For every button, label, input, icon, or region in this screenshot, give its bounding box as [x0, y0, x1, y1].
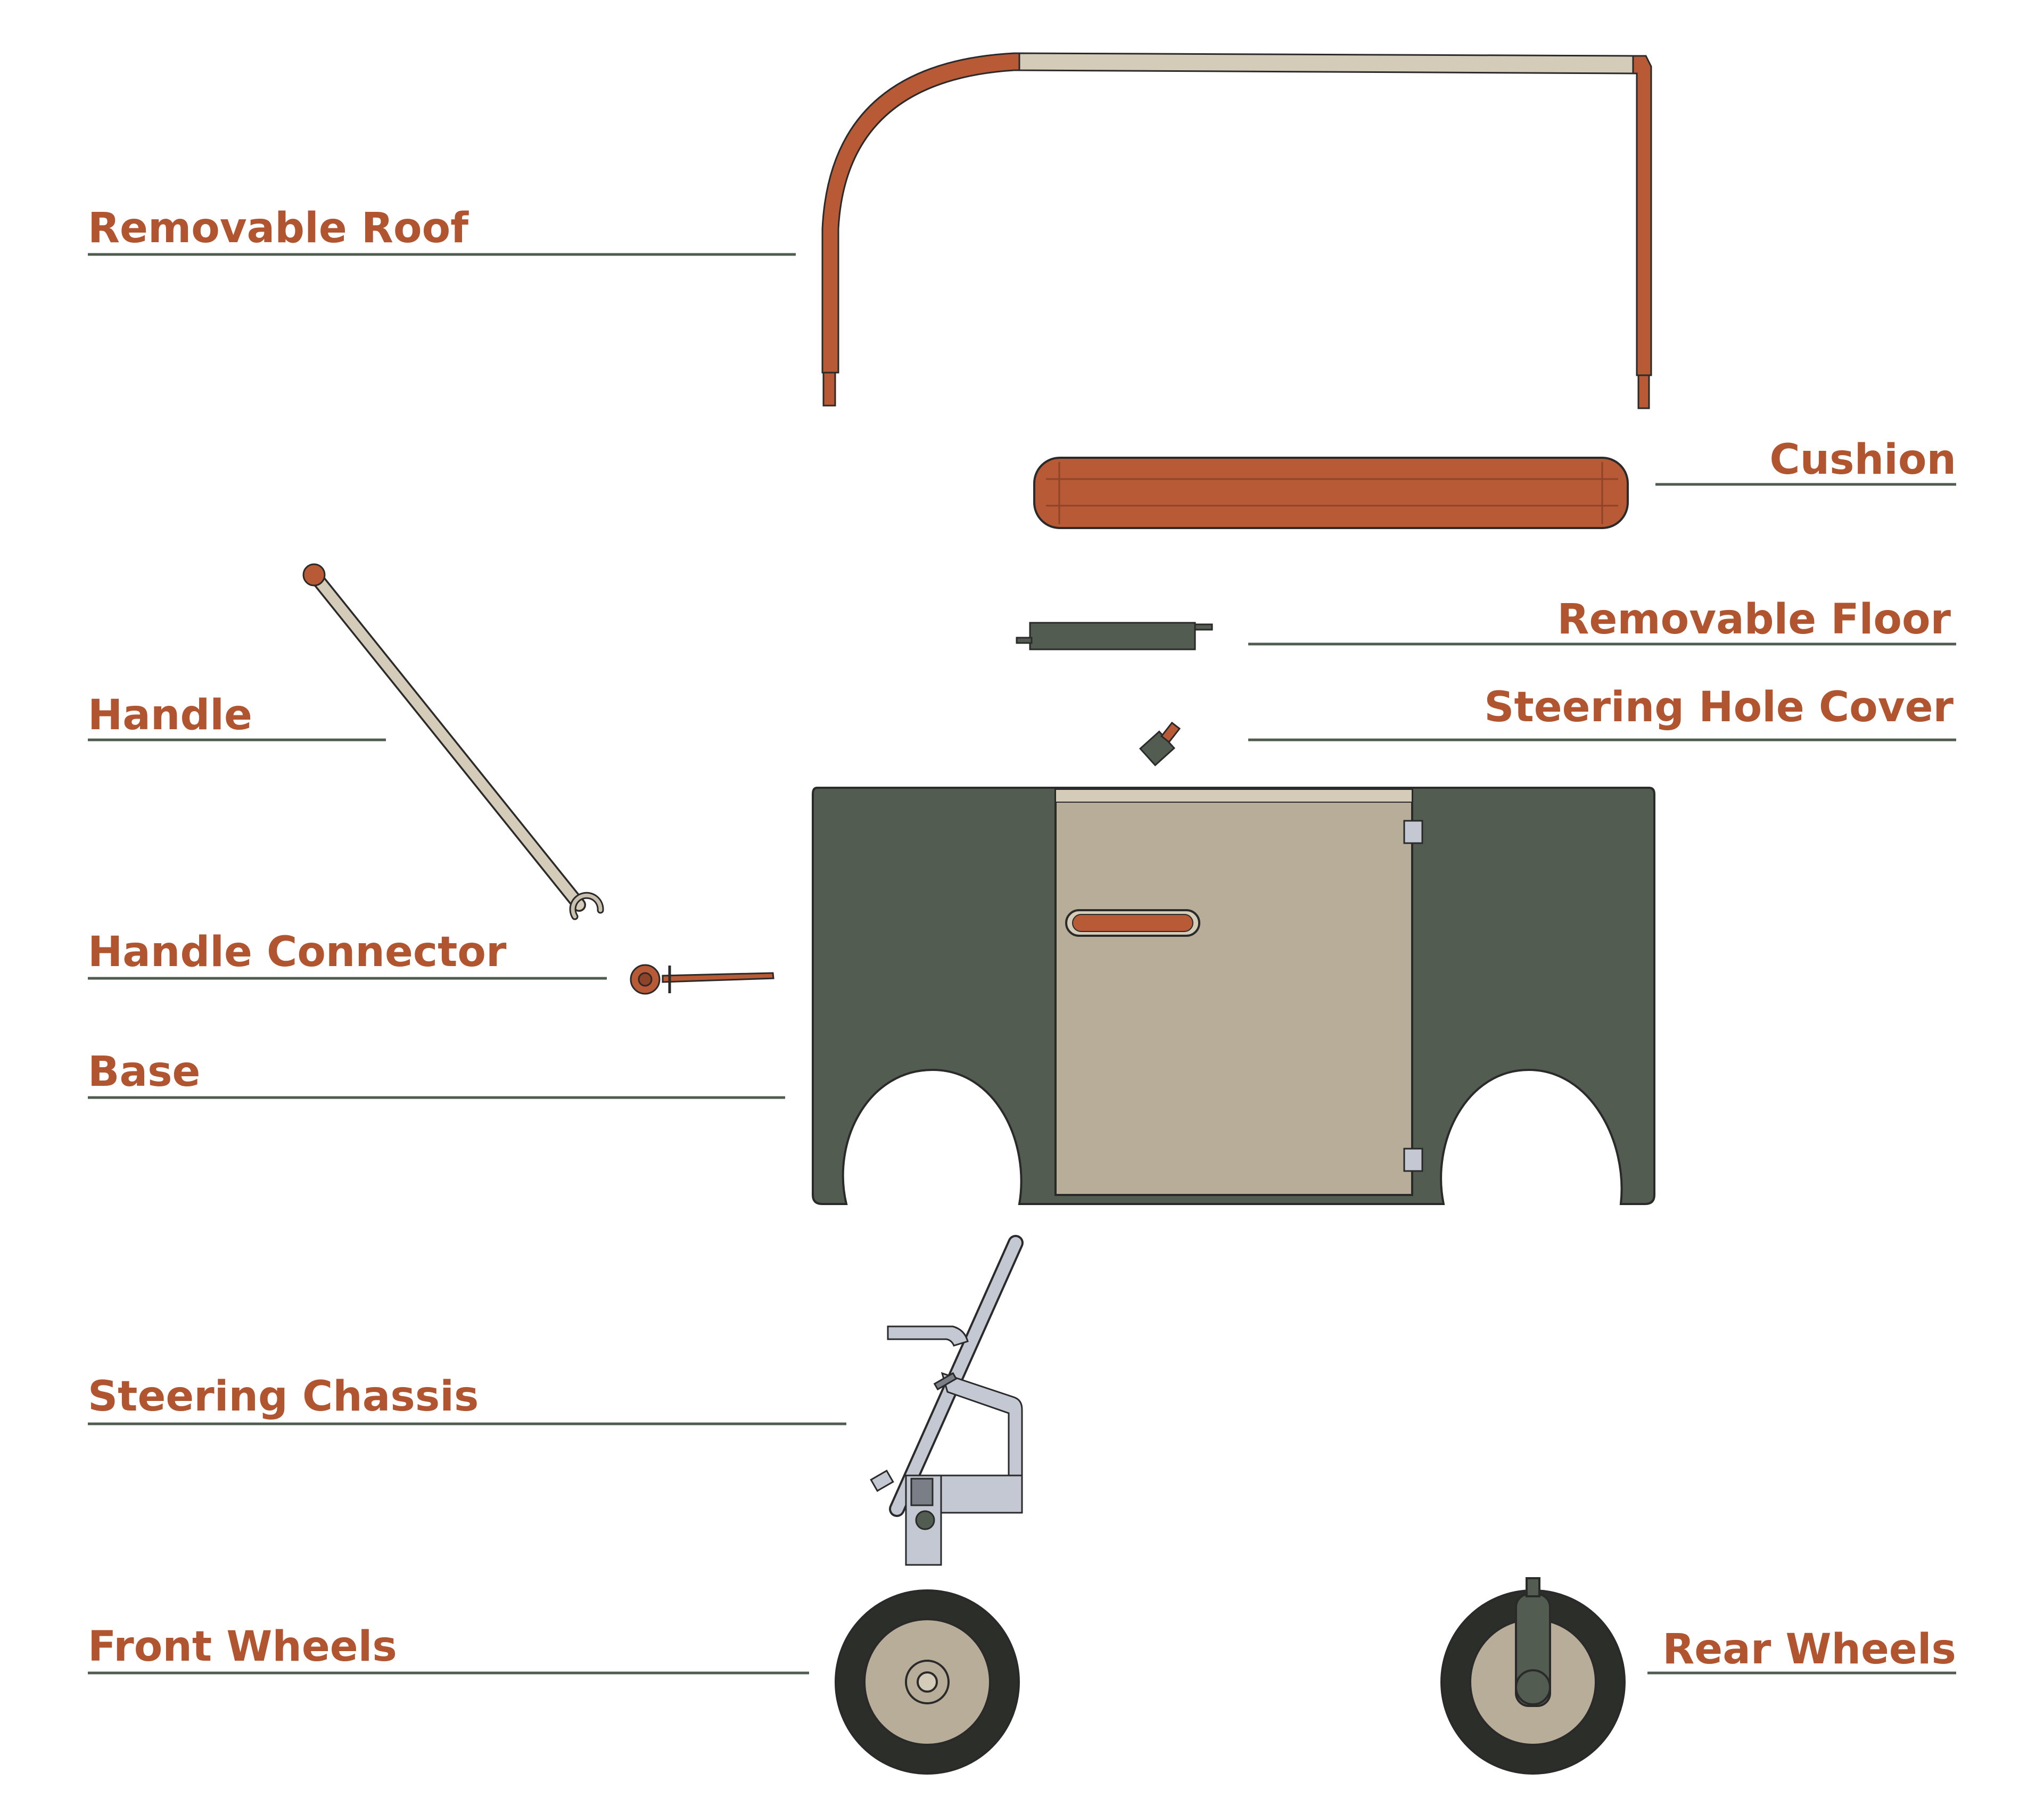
handle-part — [302, 563, 604, 920]
callout-cushion: Cushion — [1655, 436, 1956, 486]
label-front-wheels: Front Wheels — [88, 1623, 397, 1671]
steering-hole-cover-part — [1139, 721, 1181, 766]
removable-roof-part — [821, 52, 1652, 409]
label-steering-hole-cover: Steering Hole Cover — [1484, 683, 1954, 731]
callout-base: Base — [88, 1048, 785, 1099]
handle-shaft — [309, 570, 584, 910]
cushion-part — [1033, 457, 1629, 529]
rear-wheel-stem — [1526, 1577, 1540, 1597]
roof-curved-tube — [821, 52, 1020, 374]
chassis-clamp — [870, 1470, 894, 1492]
connector-ring-hole — [638, 972, 653, 987]
chassis-collar — [933, 1372, 958, 1391]
handle-end-knob — [302, 563, 326, 587]
handle-connector-part — [630, 964, 774, 995]
chassis-shaft — [891, 1237, 1021, 1515]
roof-left-peg — [822, 372, 836, 407]
label-handle: Handle — [88, 691, 252, 739]
label-removable-roof: Removable Roof — [88, 204, 469, 252]
callout-handle: Handle — [88, 691, 386, 741]
roof-right-leg — [1632, 55, 1652, 376]
floor-left-tab — [1016, 637, 1033, 644]
label-removable-floor: Removable Floor — [1557, 596, 1951, 644]
base-top-trim — [1055, 789, 1413, 803]
door-hinge-top — [1403, 820, 1423, 844]
callout-steering-chassis: Steering Chassis — [88, 1373, 846, 1425]
label-rear-wheels: Rear Wheels — [1662, 1626, 1956, 1673]
rear-wheel-hub — [1515, 1669, 1551, 1705]
callout-steering-hole-cover: Steering Hole Cover — [1248, 683, 1956, 741]
base-part — [812, 787, 1655, 1205]
door-hinge-bottom — [1403, 1148, 1423, 1172]
connector-pin — [662, 972, 774, 983]
callout-removable-floor: Removable Floor — [1248, 596, 1956, 646]
label-handle-connector: Handle Connector — [88, 928, 507, 976]
floor-right-tab — [1194, 623, 1213, 631]
steering-chassis-part — [870, 1235, 1024, 1566]
chassis-handlebar — [887, 1325, 969, 1347]
removable-floor-part — [1016, 622, 1213, 650]
front-wheel-part — [835, 1589, 1020, 1775]
roof-top-rail — [1018, 52, 1634, 75]
callout-handle-connector: Handle Connector — [88, 928, 607, 980]
callout-front-wheels: Front Wheels — [88, 1623, 809, 1675]
door-handle-grip — [1072, 914, 1193, 932]
label-base: Base — [88, 1048, 200, 1096]
chassis-kingpin-cap — [910, 1478, 934, 1506]
label-cushion: Cushion — [1769, 436, 1956, 484]
rear-wheel-part — [1440, 1577, 1626, 1775]
floor-panel — [1029, 622, 1196, 650]
label-steering-chassis: Steering Chassis — [88, 1373, 479, 1421]
cover-knob — [1160, 721, 1181, 744]
callout-rear-wheels: Rear Wheels — [1647, 1626, 1956, 1675]
cushion-body — [1033, 457, 1629, 529]
callout-removable-roof: Removable Roof — [88, 204, 796, 256]
chassis-pivot-bolt — [915, 1510, 935, 1530]
base-door-panel — [1054, 788, 1413, 1196]
handle-hook — [571, 893, 603, 919]
front-wheel-axle — [917, 1671, 938, 1693]
roof-right-peg — [1637, 374, 1650, 409]
